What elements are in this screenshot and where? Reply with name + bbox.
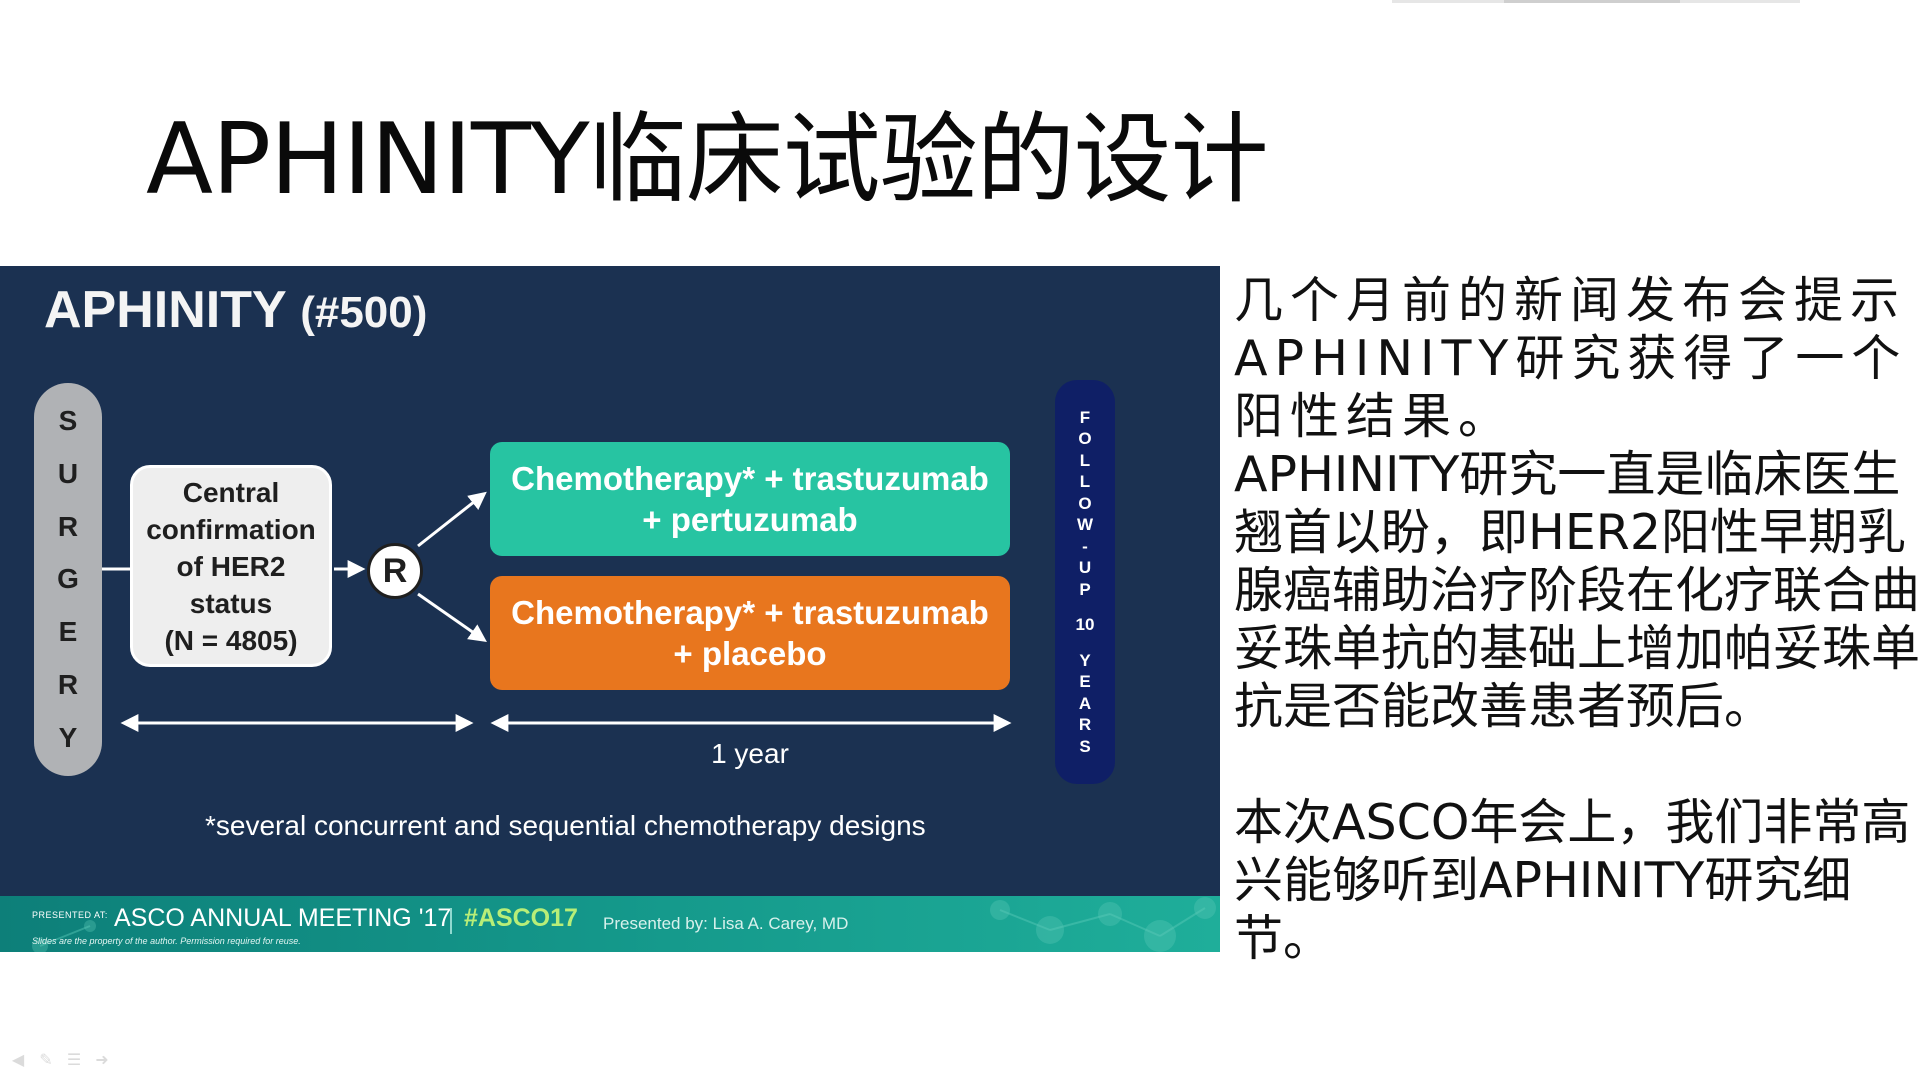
pen-icon[interactable]: ✎ bbox=[39, 1050, 53, 1069]
surgery-letter: Y bbox=[58, 721, 78, 753]
prev-arrow-icon[interactable]: ◀ bbox=[11, 1050, 25, 1069]
surgery-letter: G bbox=[57, 563, 79, 595]
surgery-letter: E bbox=[58, 616, 78, 648]
surgery-letter: S bbox=[58, 405, 78, 437]
follow-up-unit-letter: S bbox=[1079, 736, 1091, 756]
follow-up-letter: P bbox=[1079, 579, 1091, 599]
surgery-letter: R bbox=[57, 668, 79, 700]
surgery-letter: R bbox=[57, 510, 79, 542]
chemo-footnote: *several concurrent and sequential chemo… bbox=[205, 810, 926, 841]
slide-navigation: ◀ ✎ ☰ ➜ bbox=[8, 1050, 112, 1070]
menu-icon[interactable]: ☰ bbox=[66, 1050, 82, 1069]
banner-separator bbox=[450, 908, 452, 934]
reuse-disclaimer: Slides are the property of the author. P… bbox=[32, 936, 301, 946]
slide-title: APHINITY临床试验的设计 bbox=[146, 103, 1269, 217]
r-to-upper-arm-arrow bbox=[417, 491, 487, 548]
follow-up-unit-letter: Y bbox=[1079, 650, 1091, 670]
meeting-name: ASCO ANNUAL MEETING '17 bbox=[114, 904, 452, 932]
follow-up-letter: O bbox=[1078, 429, 1092, 449]
pertuzumab-arm-box: Chemotherapy* + trastuzumab + pertuzumab bbox=[490, 442, 1010, 556]
asco-banner: PRESENTED AT: ASCO ANNUAL MEETING '17 #A… bbox=[0, 896, 1220, 952]
commentary-paragraph: APHINITY研究一直是临床医生翘首以盼，即HER2阳性早期乳腺癌辅助治疗阶段… bbox=[1234, 446, 1920, 735]
follow-up-unit-letter: A bbox=[1078, 693, 1092, 713]
presenter-credit: Presented by: Lisa A. Carey, MD bbox=[603, 914, 849, 933]
duration-label: 1 year bbox=[711, 738, 789, 769]
follow-up-number: 10 bbox=[1075, 615, 1095, 635]
her2-confirmation-box: Central confirmation of HER2 status (N =… bbox=[130, 465, 332, 667]
commentary-paragraph: 本次ASCO年会上，我们非常高兴能够听到APHINITY研究细节。 bbox=[1234, 794, 1911, 967]
next-arrow-icon[interactable]: ➜ bbox=[95, 1050, 109, 1069]
surgery-letter: U bbox=[57, 458, 79, 490]
banner-molecule-decoration bbox=[32, 897, 1216, 952]
inner-title-name: APHINITY bbox=[44, 281, 286, 339]
commentary-paragraph: 几个月前的新闻发布会提示APHINITY研究获得了一个阳性结果。 bbox=[1234, 272, 1908, 445]
inner-slide-title: APHINITY (#500) bbox=[44, 280, 427, 340]
commentary-text: 几个月前的新闻发布会提示APHINITY研究获得了一个阳性结果。 APHINIT… bbox=[1234, 272, 1920, 968]
follow-up-letter: U bbox=[1078, 558, 1092, 578]
inner-title-number: (#500) bbox=[300, 288, 428, 337]
follow-up-letter: W bbox=[1076, 515, 1094, 535]
follow-up-letter: L bbox=[1079, 450, 1091, 470]
follow-up-unit-letter: R bbox=[1078, 715, 1092, 735]
follow-up-letter: F bbox=[1079, 407, 1091, 427]
r-to-lower-arm-arrow bbox=[417, 592, 487, 643]
trial-flow-lines bbox=[102, 491, 1012, 732]
follow-up-letter: O bbox=[1078, 493, 1092, 513]
meeting-hashtag: #ASCO17 bbox=[464, 904, 578, 932]
follow-up-letter: - bbox=[1082, 536, 1088, 556]
follow-up-letter: L bbox=[1079, 472, 1091, 492]
randomization-node: R bbox=[367, 543, 423, 599]
follow-up-unit-letter: E bbox=[1079, 672, 1091, 692]
presented-at-label: PRESENTED AT: bbox=[32, 910, 108, 920]
top-progress-strip bbox=[1392, 0, 1800, 3]
placebo-arm-box: Chemotherapy* + trastuzumab + placebo bbox=[490, 576, 1010, 690]
